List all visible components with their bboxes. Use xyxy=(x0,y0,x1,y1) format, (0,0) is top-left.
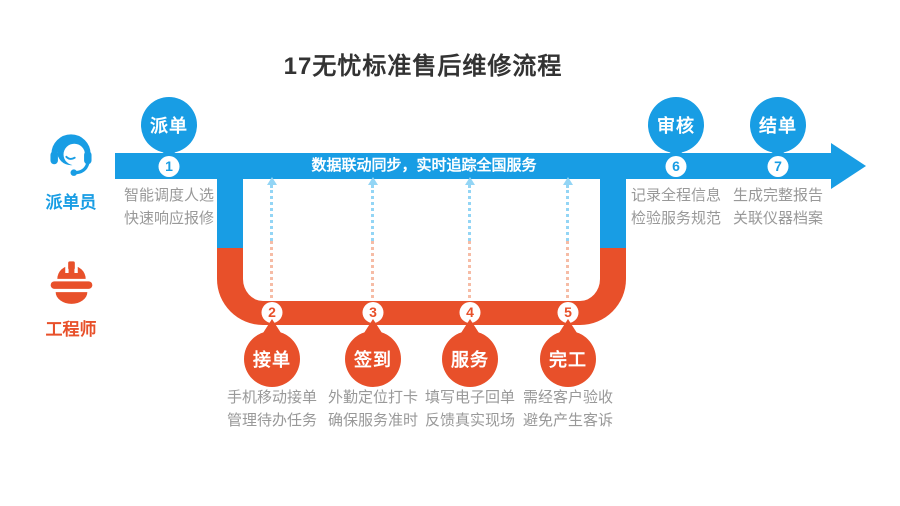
step-description: 记录全程信息 检验服务规范 xyxy=(630,187,722,227)
step-number-badge: 4 xyxy=(459,302,481,323)
balloon-tail-icon xyxy=(461,319,479,333)
role-engineer: 工程师 xyxy=(46,257,97,340)
step-number-badge: 5 xyxy=(557,302,579,323)
arrow-up-icon xyxy=(267,177,277,185)
step-balloon: 完工 xyxy=(540,331,596,387)
step-balloon: 签到 xyxy=(345,331,401,387)
step-number-badge: 3 xyxy=(362,302,384,323)
hard-hat-icon xyxy=(50,261,92,304)
step-description: 填写电子回单 反馈真实现场 xyxy=(424,389,516,429)
step-number-badge: 6 xyxy=(665,156,687,177)
page-title: 17无忧标准售后维修流程 xyxy=(283,53,563,80)
arrow-up-icon xyxy=(465,177,475,185)
step-balloon: 结单 xyxy=(750,97,806,153)
step-description: 生成完整报告 关联仪器档案 xyxy=(732,187,824,227)
step-number-badge: 7 xyxy=(767,156,789,177)
step-balloon: 接单 xyxy=(244,331,300,387)
step-balloon: 派单 xyxy=(141,97,197,153)
step-description: 手机移动接单 管理待办任务 xyxy=(226,389,318,429)
connector-right xyxy=(600,166,626,248)
balloon-tail-icon xyxy=(364,319,382,333)
step-description: 外勤定位打卡 确保服务准时 xyxy=(327,389,419,429)
sync-banner: 数据联动同步，实时追踪全国服务 xyxy=(311,157,537,174)
step-balloon: 服务 xyxy=(442,331,498,387)
headset-agent-icon xyxy=(50,134,92,176)
timeline-arrowhead-icon xyxy=(831,143,866,189)
engineer-label: 工程师 xyxy=(45,320,97,339)
balloon-tail-icon xyxy=(559,319,577,333)
balloon-tail-icon xyxy=(263,319,281,333)
step-balloon: 审核 xyxy=(648,97,704,153)
connector-left xyxy=(217,166,243,248)
arrow-up-icon xyxy=(368,177,378,185)
role-dispatcher: 派单员 xyxy=(43,126,99,213)
dispatcher-label: 派单员 xyxy=(45,193,97,212)
step-description: 智能调度人选 快速响应报修 xyxy=(123,187,215,227)
step-number-badge: 1 xyxy=(158,156,180,177)
step-description: 需经客户验收 避免产生客诉 xyxy=(522,389,614,429)
step-number-badge: 2 xyxy=(261,302,283,323)
arrow-up-icon xyxy=(563,177,573,185)
